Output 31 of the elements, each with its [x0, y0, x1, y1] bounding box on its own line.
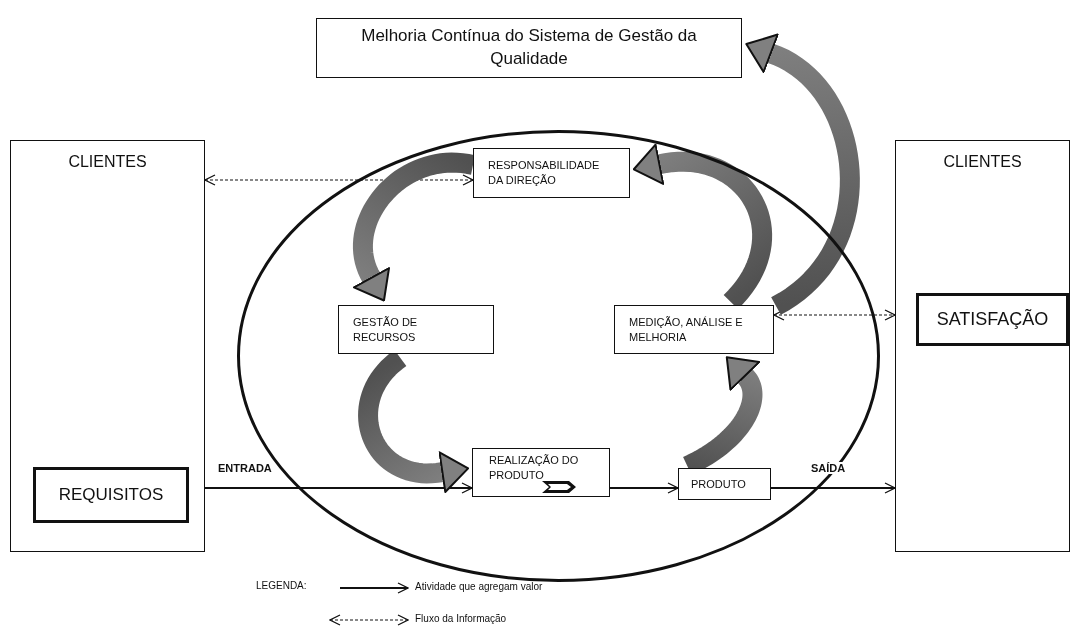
box-label: SATISFAÇÃO: [935, 308, 1050, 332]
box-label: GESTÃO DE RECURSOS: [353, 314, 419, 345]
process-box: [316, 18, 742, 78]
legend-heading: LEGENDA:: [256, 580, 307, 591]
box-label: REALIZAÇÃO DO PRODUTO: [489, 453, 580, 483]
box-label: CLIENTES: [942, 152, 1023, 172]
legend-label: Fluxo da Informação: [415, 613, 507, 624]
arrow: [609, 482, 679, 494]
process-box: [472, 448, 610, 497]
edge-label: SAÍDA: [809, 462, 848, 474]
curved-block-arrow: [745, 33, 860, 315]
box-label: CLIENTES: [67, 152, 148, 172]
process-box: [614, 305, 774, 354]
box-label: REQUISITOS: [57, 483, 165, 506]
legend-label: Atividade que agregam valor: [415, 581, 543, 592]
process-box: [678, 468, 771, 500]
box-label: Melhoria Contínua do Sistema de Gestão da Qualidade: [360, 25, 698, 70]
satisfaction-box: [916, 293, 1069, 346]
edge-label: ENTRADA: [216, 462, 274, 474]
arrow: [204, 482, 473, 494]
process-box: [473, 148, 630, 198]
requirement-box: [33, 467, 189, 523]
box-label: RESPONSABILIDADE DA DIREÇÃO: [488, 158, 601, 188]
dashed-arrow: [204, 174, 474, 186]
arrow: [770, 482, 896, 494]
dashed-arrow: [773, 309, 896, 321]
customer-panel: [895, 140, 1070, 552]
process-box: [338, 305, 494, 354]
box-label: PRODUTO: [691, 476, 747, 492]
customer-panel: [10, 140, 205, 552]
box-label: MEDIÇÃO, ANÁLISE E MELHORIA: [629, 314, 744, 345]
